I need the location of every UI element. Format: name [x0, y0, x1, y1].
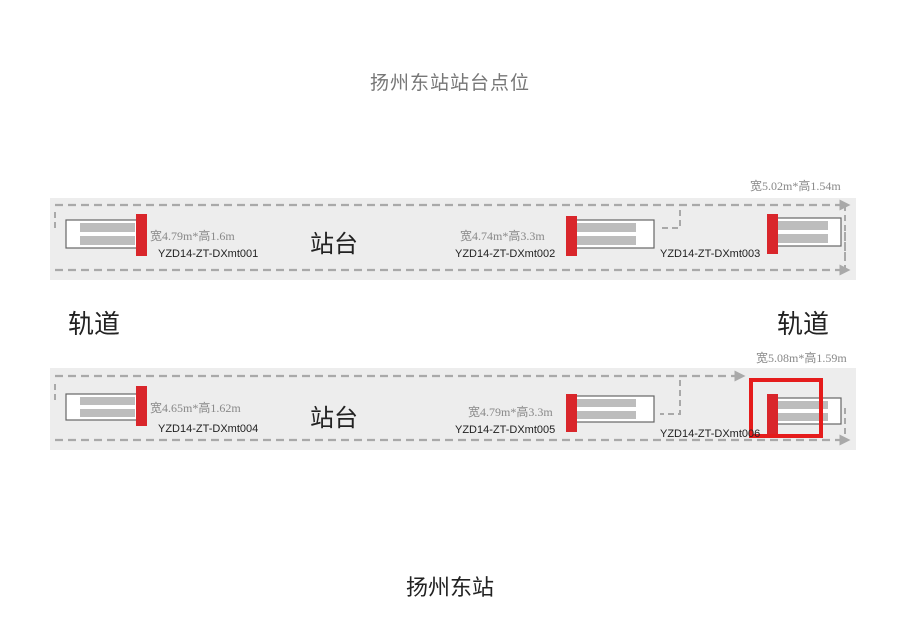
station-name: 扬州东站	[405, 576, 494, 601]
position-size-label: 宽4.79m*高1.6m	[150, 228, 235, 243]
escalator-icon	[65, 219, 139, 249]
escalator-icon	[775, 397, 842, 425]
ad-position-marker	[566, 216, 577, 256]
position-size-label: 宽4.74m*高3.3m	[460, 228, 545, 243]
position-id-label: YZD14-ZT-DXmt003	[660, 248, 760, 260]
platform-label: 站台	[310, 404, 358, 432]
page-title: 扬州东站站台点位	[369, 72, 530, 94]
ad-position-marker	[767, 214, 778, 254]
platform-label: 站台	[310, 230, 358, 258]
bottom-platform: 宽4.65m*高1.62m YZD14-ZT-DXmt004 宽4.79m*高3…	[50, 350, 856, 450]
selected-position-highlight[interactable]	[749, 378, 823, 438]
ad-position-marker	[136, 214, 147, 256]
escalator-icon	[775, 217, 842, 247]
escalator-icon	[573, 395, 655, 423]
position-size-label: 宽4.79m*高3.3m	[468, 404, 553, 419]
platform-band-bottom	[50, 368, 856, 450]
escalator-icon	[65, 393, 139, 421]
top-platform: 宽4.79m*高1.6m YZD14-ZT-DXmt001 宽4.74m*高3.…	[50, 178, 856, 280]
position-id-label: YZD14-ZT-DXmt006	[660, 428, 760, 440]
platform-band-top	[50, 198, 856, 280]
track-label-left: 轨道	[68, 310, 121, 340]
position-size-label: 宽5.08m*高1.59m	[756, 350, 847, 365]
position-id-label: YZD14-ZT-DXmt002	[455, 248, 555, 260]
escalator-icon	[573, 219, 655, 249]
flow-line	[660, 380, 681, 415]
position-id-label: YZD14-ZT-DXmt004	[158, 423, 258, 435]
position-id-label: YZD14-ZT-DXmt001	[158, 248, 258, 260]
ad-position-marker	[566, 394, 577, 432]
position-size-label: 宽4.65m*高1.62m	[150, 400, 241, 415]
ad-position-marker	[136, 386, 147, 426]
track-label-right: 轨道	[777, 310, 830, 340]
position-id-label: YZD14-ZT-DXmt005	[455, 424, 555, 436]
flow-line	[660, 210, 681, 229]
ad-position-marker	[767, 394, 778, 434]
position-size-label: 宽5.02m*高1.54m	[750, 178, 841, 193]
